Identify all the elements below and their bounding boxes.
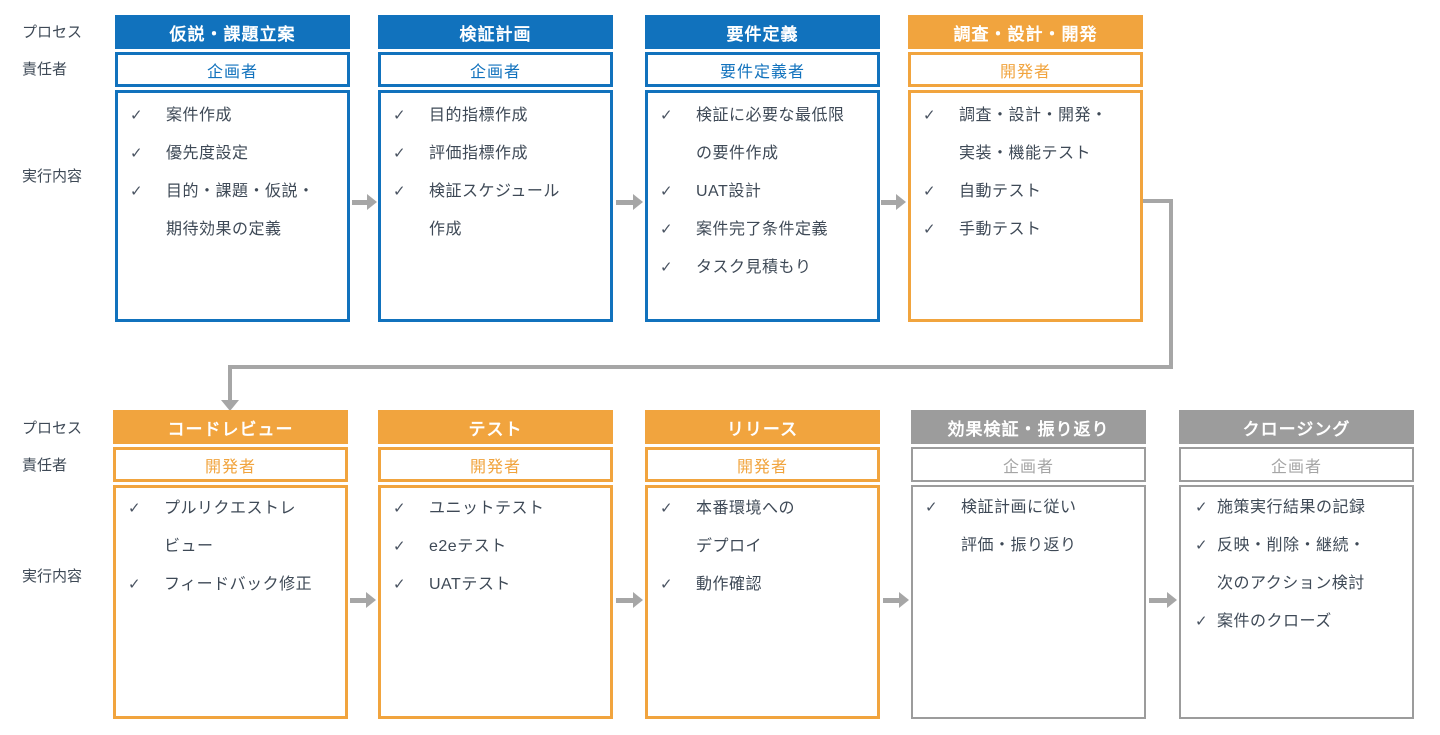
owner-badge: 企画者 [1179,447,1414,482]
task-list: ✓プルリクエストレ ビュー ✓フィードバック修正 [113,485,348,719]
owner-badge: 企画者 [115,52,350,87]
check-icon: ✓ [660,183,673,200]
arrow-right-icon [883,592,909,608]
check-icon: ✓ [130,107,143,124]
task-list: ✓調査・設計・開発・ 実装・機能テスト ✓自動テスト ✓手動テスト [908,90,1143,322]
task-item: ✓UATテスト [393,566,604,604]
connector-segment [228,365,1173,369]
check-icon: ✓ [393,183,406,200]
row1-label-process: プロセス [22,24,83,41]
task-item: ✓検証に必要な最低限 の要件作成 [660,97,871,173]
check-icon: ✓ [660,259,673,276]
owner-badge: 開発者 [645,447,880,482]
row2-label-process: プロセス [22,420,83,437]
box-title: クロージング [1179,410,1414,444]
owner-badge: 開発者 [908,52,1143,87]
arrow-right-icon [350,592,376,608]
task-item: ✓評価指標作成 [393,135,604,173]
task-list: ✓本番環境への デプロイ ✓動作確認 [645,485,880,719]
arrow-right-icon [352,194,377,210]
task-list: ✓ユニットテスト ✓e2eテスト ✓UATテスト [378,485,613,719]
check-icon: ✓ [1195,613,1208,630]
check-icon: ✓ [128,576,141,593]
task-item: ✓自動テスト [923,173,1134,211]
task-item: ✓案件のクローズ [1195,603,1406,641]
box-title: テスト [378,410,613,444]
box-title: リリース [645,410,880,444]
task-item: ✓ユニットテスト [393,490,604,528]
check-icon: ✓ [660,107,673,124]
task-list: ✓検証に必要な最低限 の要件作成 ✓UAT設計 ✓案件完了条件定義 ✓タスク見積… [645,90,880,322]
check-icon: ✓ [128,500,141,517]
check-icon: ✓ [923,221,936,238]
check-icon: ✓ [660,221,673,238]
check-icon: ✓ [925,499,938,516]
task-item: ✓検証スケジュール 作成 [393,173,604,249]
task-item: ✓検証計画に従い 評価・振り返り [925,489,1138,565]
row2-label-content: 実行内容 [22,568,83,585]
check-icon: ✓ [393,145,406,162]
task-item: ✓タスク見積もり [660,249,871,287]
arrow-right-icon [616,194,643,210]
check-icon: ✓ [923,107,936,124]
task-list: ✓目的指標作成 ✓評価指標作成 ✓検証スケジュール 作成 [378,90,613,322]
check-icon: ✓ [660,576,673,593]
task-list: ✓検証計画に従い 評価・振り返り [911,485,1146,719]
box-title: 仮説・課題立案 [115,15,350,49]
task-item: ✓調査・設計・開発・ 実装・機能テスト [923,97,1134,173]
box-title: コードレビュー [113,410,348,444]
task-item: ✓反映・削除・継続・ 次のアクション検討 [1195,527,1406,603]
check-icon: ✓ [1195,537,1208,554]
check-icon: ✓ [393,500,406,517]
check-icon: ✓ [393,107,406,124]
check-icon: ✓ [923,183,936,200]
box-title: 調査・設計・開発 [908,15,1143,49]
box-title: 検証計画 [378,15,613,49]
owner-badge: 企画者 [911,447,1146,482]
owner-badge: 開発者 [113,447,348,482]
owner-badge: 企画者 [378,52,613,87]
task-item: ✓プルリクエストレ ビュー [128,490,339,566]
check-icon: ✓ [130,145,143,162]
owner-badge: 要件定義者 [645,52,880,87]
task-list: ✓案件作成 ✓優先度設定 ✓目的・課題・仮説・ 期待効果の定義 [115,90,350,322]
box-title: 要件定義 [645,15,880,49]
check-icon: ✓ [130,183,143,200]
task-item: ✓e2eテスト [393,528,604,566]
arrow-down-icon [221,400,239,411]
task-item: ✓目的・課題・仮説・ 期待効果の定義 [130,173,341,249]
task-list: ✓施策実行結果の記録 ✓反映・削除・継続・ 次のアクション検討 ✓案件のクローズ [1179,485,1414,719]
check-icon: ✓ [393,538,406,555]
task-item: ✓案件作成 [130,97,341,135]
task-item: ✓手動テスト [923,211,1134,249]
row2-label-owner: 責任者 [22,457,68,474]
box-title: 効果検証・振り返り [911,410,1146,444]
owner-badge: 開発者 [378,447,613,482]
row1-label-owner: 責任者 [22,61,68,78]
row1-label-content: 実行内容 [22,168,83,185]
task-item: ✓動作確認 [660,566,871,604]
arrow-right-icon [1149,592,1177,608]
task-item: ✓案件完了条件定義 [660,211,871,249]
connector-segment [1143,199,1173,203]
connector-segment [228,365,232,402]
arrow-right-icon [881,194,906,210]
arrow-right-icon [616,592,643,608]
task-item: ✓UAT設計 [660,173,871,211]
task-item: ✓優先度設定 [130,135,341,173]
connector-segment [1169,199,1173,369]
task-item: ✓フィードバック修正 [128,566,339,604]
task-item: ✓本番環境への デプロイ [660,490,871,566]
check-icon: ✓ [1195,499,1208,516]
task-item: ✓施策実行結果の記録 [1195,489,1406,527]
check-icon: ✓ [660,500,673,517]
task-item: ✓目的指標作成 [393,97,604,135]
check-icon: ✓ [393,576,406,593]
